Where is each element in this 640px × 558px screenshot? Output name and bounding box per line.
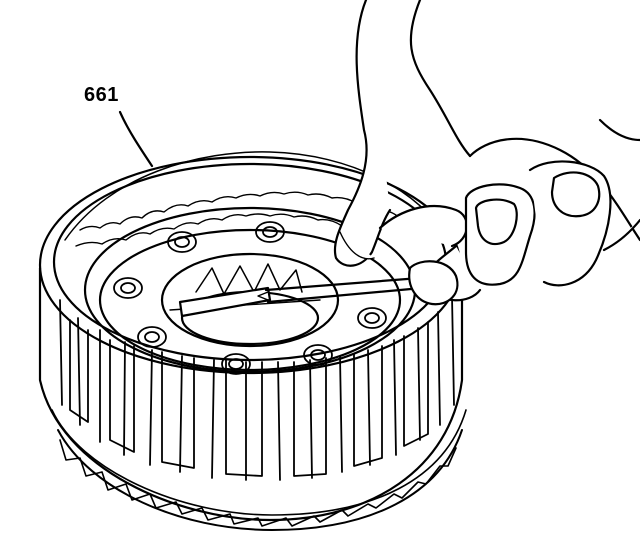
- bottom-toothed-ring: [59, 439, 457, 527]
- hand: [333, 0, 640, 306]
- callout-label-661: 661: [84, 84, 119, 106]
- bolt-holes: [113, 221, 387, 375]
- callout-leader-line: [118, 110, 154, 168]
- tool: [178, 276, 424, 318]
- drum-splines: [59, 295, 455, 481]
